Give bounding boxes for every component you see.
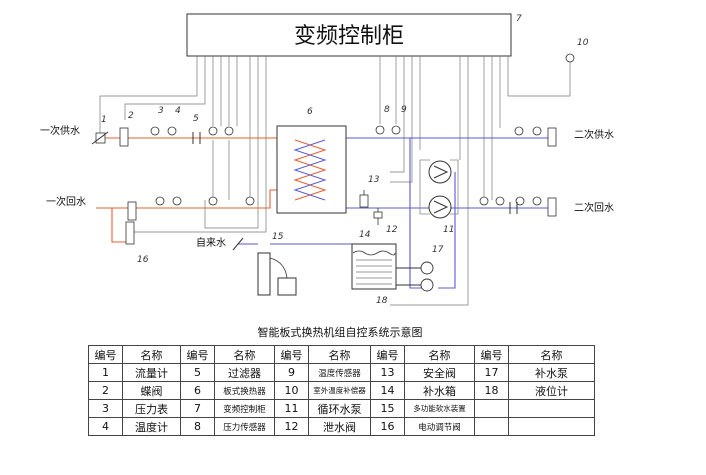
callout-2: 2 [128, 111, 134, 121]
header-cell: 名称 [404, 345, 475, 364]
primary-return-line [96, 189, 277, 243]
callout-4: 4 [175, 106, 181, 116]
legend-cell: 14 [370, 381, 405, 400]
legend-cell: 4 [88, 417, 123, 436]
legend-cell: 6 [180, 381, 215, 400]
legend-cell: 17 [474, 363, 509, 382]
legend-cell: 11 [274, 399, 309, 418]
legend-cell: 变频控制柜 [214, 399, 275, 418]
header-cell: 名称 [122, 345, 181, 364]
header-cell: 名称 [308, 345, 371, 364]
legend-cell: 10 [274, 381, 309, 400]
legend-cell: 8 [180, 417, 215, 436]
label-tap-water: 自来水 [196, 236, 226, 249]
label-primary-supply: 一次供水 [40, 124, 80, 137]
cabinet-label: 变频控制柜 [294, 24, 404, 49]
header-cell: 编号 [370, 345, 405, 364]
signal-wires [99, 56, 571, 306]
header-cell: 名称 [214, 345, 275, 364]
callout-15: 15 [272, 232, 284, 242]
legend-cell: 泄水阀 [308, 417, 371, 436]
makeup-pumps [396, 261, 434, 292]
callout-8: 8 [384, 105, 390, 115]
valves [91, 127, 557, 245]
pump-bypass [419, 159, 459, 215]
legend-cell: 蝶阀 [122, 381, 181, 400]
legend-cell: 1 [88, 363, 123, 382]
legend-cell: 过滤器 [214, 363, 275, 382]
callout-9: 9 [401, 105, 407, 115]
legend-cell: 板式换热器 [214, 381, 275, 400]
legend-cell: 补水泵 [508, 363, 595, 382]
legend-cell: 16 [370, 417, 405, 436]
circulation-pumps [428, 160, 452, 219]
makeup-water-tank [351, 243, 397, 290]
legend-cell: 温度传感器 [308, 363, 371, 382]
legend-cell: 压力表 [122, 399, 181, 418]
plate-heat-exchanger [276, 125, 347, 214]
callout-5: 5 [193, 114, 199, 124]
legend-cell [508, 417, 595, 436]
header-cell: 编号 [474, 345, 509, 364]
water-softener [257, 252, 297, 296]
callout-17: 17 [432, 245, 444, 255]
legend-cell: 13 [370, 363, 405, 382]
legend-cell: 流量计 [122, 363, 181, 382]
legend-row: 3 压力表 7 变频控制柜 11 循环水泵 15 多功能软水装置 [88, 399, 595, 418]
control-cabinet [186, 13, 512, 57]
callout-7: 7 [516, 14, 522, 24]
label-secondary-return: 二次回水 [574, 201, 614, 214]
legend-cell: 9 [274, 363, 309, 382]
legend-cell: 补水箱 [404, 381, 475, 400]
legend-cell: 压力传感器 [214, 417, 275, 436]
callout-13: 13 [368, 175, 380, 185]
drain-valve [373, 208, 383, 225]
legend-cell [474, 417, 509, 436]
safety-valve [359, 190, 369, 208]
legend-table: 编号 名称 编号 名称 编号 名称 编号 名称 编号 名称 1 流量计 5 过滤… [88, 345, 595, 436]
callout-11: 11 [443, 225, 454, 235]
legend-cell: 18 [474, 381, 509, 400]
legend-header-row: 编号 名称 编号 名称 编号 名称 编号 名称 编号 名称 [88, 345, 595, 364]
gauges [150, 53, 575, 206]
diagram-caption: 智能板式换热机组自控系统示意图 [258, 325, 423, 339]
callout-12: 12 [386, 225, 398, 235]
legend-cell: 7 [180, 399, 215, 418]
label-primary-return: 一次回水 [46, 195, 86, 208]
legend-cell: 循环水泵 [308, 399, 371, 418]
legend-cell: 15 [370, 399, 405, 418]
callout-16: 16 [137, 255, 149, 265]
callout-6: 6 [307, 107, 313, 117]
legend-cell [508, 399, 595, 418]
callout-14: 14 [359, 230, 371, 240]
legend-cell: 5 [180, 363, 215, 382]
tap-water-valve [232, 237, 244, 251]
legend-cell: 多功能软水装置 [404, 399, 475, 418]
header-cell: 编号 [180, 345, 215, 364]
legend-cell [474, 399, 509, 418]
legend-row: 4 温度计 8 压力传感器 12 泄水阀 16 电动调节阀 [88, 417, 595, 436]
legend-cell: 安全阀 [404, 363, 475, 382]
header-cell: 编号 [88, 345, 123, 364]
legend-cell: 3 [88, 399, 123, 418]
legend-cell: 12 [274, 417, 309, 436]
callout-3: 3 [158, 106, 164, 116]
callout-1: 1 [101, 115, 107, 125]
label-secondary-supply: 二次供水 [574, 128, 614, 141]
legend-cell: 温度计 [122, 417, 181, 436]
legend-row: 2 蝶阀 6 板式换热器 10 室外温度补偿器 14 补水箱 18 液位计 [88, 381, 595, 400]
header-cell: 编号 [274, 345, 309, 364]
legend-cell: 液位计 [508, 381, 595, 400]
callout-10: 10 [577, 38, 589, 48]
header-cell: 名称 [508, 345, 595, 364]
legend-cell: 电动调节阀 [404, 417, 475, 436]
callout-18: 18 [376, 296, 388, 306]
legend-cell: 室外温度补偿器 [308, 381, 371, 400]
legend-cell: 2 [88, 381, 123, 400]
legend-row: 1 流量计 5 过滤器 9 温度传感器 13 安全阀 17 补水泵 [88, 363, 595, 382]
